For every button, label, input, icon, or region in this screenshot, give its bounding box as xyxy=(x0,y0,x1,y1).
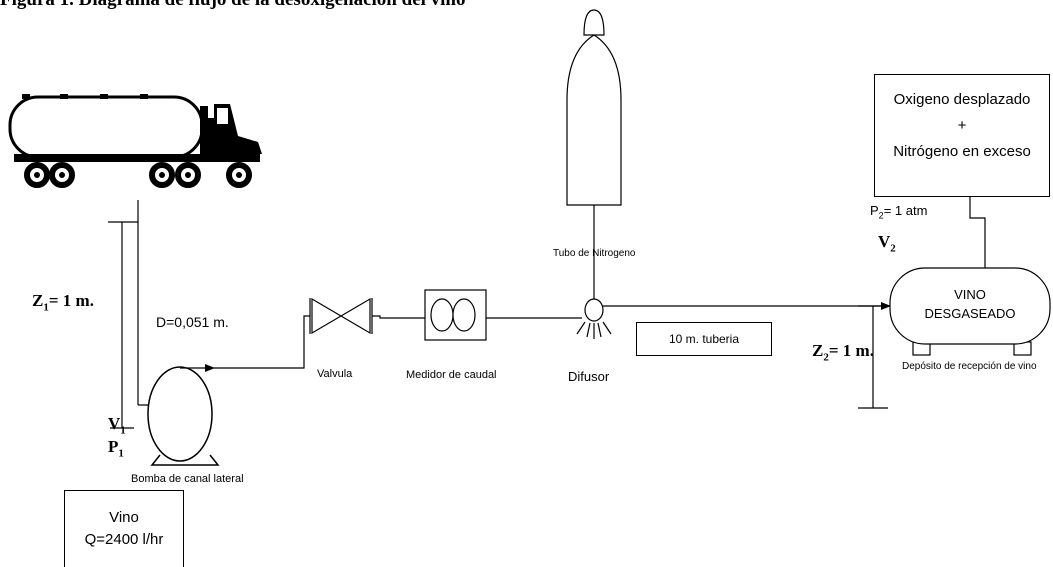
valve-label: Valvula xyxy=(317,368,353,380)
wine-input-box: Vino Q=2400 l/hr xyxy=(64,490,184,567)
nitrogen-cylinder-icon xyxy=(566,9,622,206)
gas-output-line2: + xyxy=(957,117,967,134)
p1-label: P1 xyxy=(108,437,124,460)
wine-input-line1: Vino xyxy=(109,509,139,526)
exhaust-line xyxy=(969,197,986,268)
diameter-label: D=0,051 m. xyxy=(156,314,229,330)
gas-output-line1: Oxigeno desplazado xyxy=(893,91,1031,108)
receiving-vessel-icon xyxy=(889,267,1051,356)
pump-icon xyxy=(147,366,220,466)
vessel-line2: DESGASEADO xyxy=(924,306,1016,321)
receiver-label: Depósito de recepción de vino xyxy=(902,361,1037,372)
wine-input-line2: Q=2400 l/hr xyxy=(84,531,164,548)
z2-label: Z2= 1 m. xyxy=(812,341,874,364)
z1-label: Z1= 1 m. xyxy=(32,291,94,314)
pipe-length-label: 10 m. tuberia xyxy=(668,332,740,346)
pipe-length-box: 10 m. tuberia xyxy=(636,322,772,356)
pipe-valve-meter xyxy=(372,315,425,319)
v2-label: V2 xyxy=(878,232,896,255)
vessel-line1: VINO xyxy=(954,287,986,302)
vessel-label: VINO DESGASEADO xyxy=(890,285,1050,323)
flow-meter-icon xyxy=(424,289,487,341)
diffuser-label: Difusor xyxy=(568,369,610,384)
diffuser-icon xyxy=(576,298,612,339)
gas-output-line3: Nitrógeno en exceso xyxy=(893,143,1031,160)
pipe-pump-valve xyxy=(214,315,310,369)
flowmeter-label: Medidor de caudal xyxy=(406,369,497,381)
gas-output-box: Oxigeno desplazado + Nitrógeno en exceso xyxy=(874,74,1050,197)
p2-label: P2= 1 atm xyxy=(870,203,928,221)
page-title: Figura 1. Diagrama de flujo de la desoxi… xyxy=(0,0,466,11)
nitrogen-tank-label: Tubo de Nitrogeno xyxy=(553,248,636,259)
height-z1-indicator xyxy=(108,200,139,429)
pump-label: Bomba de canal lateral xyxy=(131,473,244,485)
height-z2-indicator xyxy=(858,305,890,409)
tanker-truck-icon xyxy=(8,94,262,188)
valve-icon xyxy=(309,297,373,335)
v1-label: V1 xyxy=(108,414,126,437)
